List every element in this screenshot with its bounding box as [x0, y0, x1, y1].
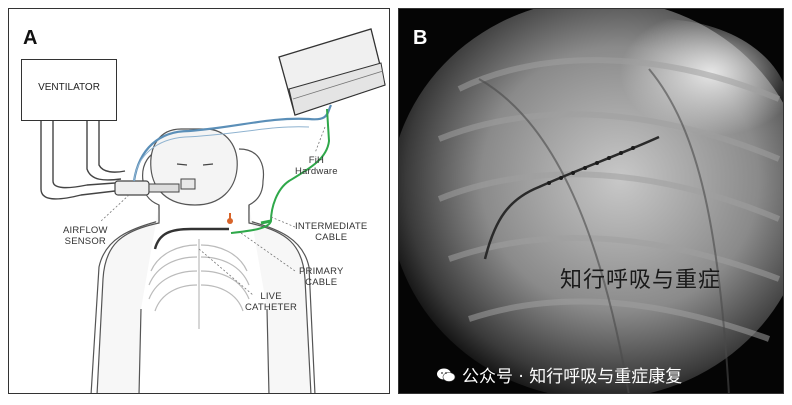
- live-catheter: [155, 229, 229, 249]
- ventilator-tube-2: [53, 121, 115, 188]
- head-outline: [151, 129, 237, 205]
- account-name: 公众号 · 知行呼吸与重症康复: [462, 362, 682, 387]
- green-connector: [261, 221, 271, 223]
- ventilator-tube-3: [87, 121, 121, 180]
- airflow-sensor-label: AIRFLOW SENSOR: [63, 225, 108, 247]
- fih-hardware-box: [279, 29, 385, 115]
- watermark-text: 知行呼吸与重症: [560, 262, 721, 294]
- ventilator-tube-4: [99, 121, 125, 172]
- primary-cable-label: PRIMARY CABLE: [299, 266, 344, 288]
- panel-b-xray: B: [398, 8, 784, 394]
- xray-image: [399, 9, 784, 394]
- ribcage: [149, 239, 249, 329]
- fih-hardware-label: FiH Hardware: [295, 155, 338, 177]
- wechat-account: 公众号 · 知行呼吸与重症康复: [436, 362, 682, 387]
- intermediate-cable-label: INTERMEDIATE CABLE: [295, 221, 367, 243]
- ventilator-label: VENTILATOR: [22, 82, 116, 93]
- airflow-sensor: [115, 181, 149, 195]
- panel-b-letter: B: [413, 27, 427, 50]
- ventilator-box: VENTILATOR: [21, 59, 117, 121]
- live-catheter-label: LIVE CATHETER: [245, 291, 297, 313]
- panel-a-schematic: A: [8, 8, 390, 394]
- wechat-icon: [436, 365, 456, 385]
